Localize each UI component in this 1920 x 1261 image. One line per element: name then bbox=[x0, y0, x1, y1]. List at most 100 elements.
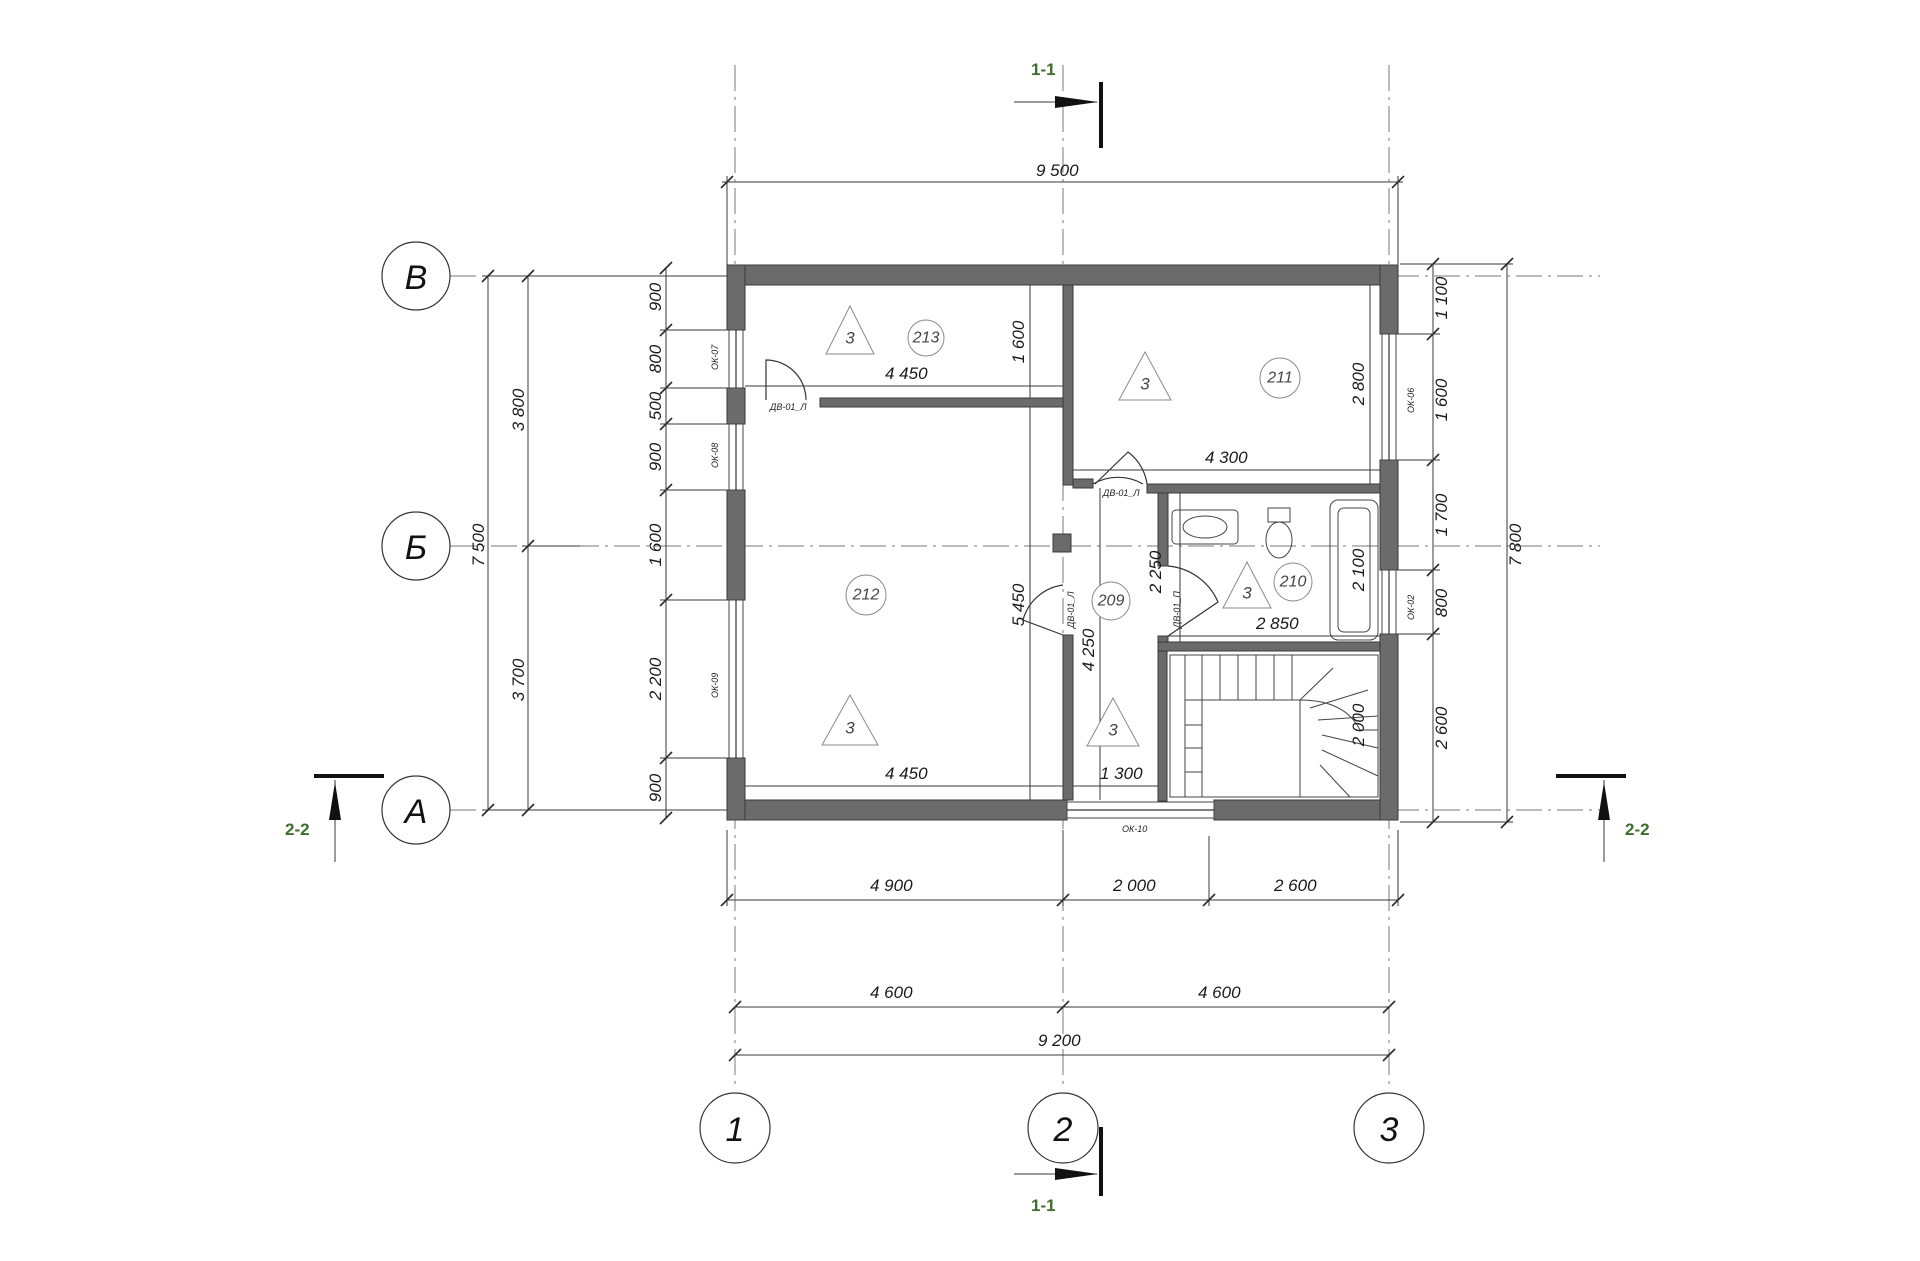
section-markers: 1-1 1-1 2-2 2-2 bbox=[285, 60, 1650, 1215]
room-209-number: 209 bbox=[1097, 593, 1125, 610]
dim-top-overall: 9 500 bbox=[1036, 161, 1079, 180]
dim-tick bbox=[1382, 1048, 1396, 1062]
dim-right-inner-2: 1 700 bbox=[1432, 493, 1451, 536]
window-ok07-label: ОК-07 bbox=[710, 344, 720, 370]
dim-tick bbox=[720, 175, 734, 189]
dim-tick bbox=[521, 803, 535, 817]
dim-left-inner-3: 900 bbox=[646, 442, 665, 471]
axis-label-1: 1 bbox=[726, 1111, 745, 1149]
dim-bottom-row1-0: 4 900 bbox=[870, 876, 913, 895]
interior-dimensions: 4 450 1 600 4 300 2 800 4 450 5 450 4 25… bbox=[745, 285, 1380, 800]
wall-top bbox=[726, 264, 1399, 286]
wall-bath bbox=[1157, 492, 1169, 567]
axis-bubble-1 bbox=[699, 1092, 771, 1164]
door-210-label: ДВ-01_П bbox=[1172, 591, 1182, 629]
dim-tick bbox=[1202, 893, 1216, 907]
dim-bottom-overall: 9 200 bbox=[1038, 1031, 1081, 1050]
dim-left-inner-6: 900 bbox=[646, 773, 665, 802]
dim-right-inner-4: 2 600 bbox=[1432, 706, 1451, 750]
dim-tick bbox=[728, 1048, 742, 1062]
grid-axes bbox=[450, 65, 1600, 1090]
room-tag-213 bbox=[907, 319, 945, 357]
section-left-arrow bbox=[329, 782, 341, 820]
bath-fixtures bbox=[1171, 499, 1379, 641]
finish-210: 3 bbox=[1242, 584, 1252, 603]
room-tags: 3 213 3 211 3 212 3 209 3 210 bbox=[821, 304, 1313, 747]
dim-left-inner-4: 1 600 bbox=[646, 523, 665, 566]
axis-bubble-v bbox=[381, 241, 451, 311]
axis-label-2: 2 bbox=[1053, 1111, 1073, 1149]
wall-partition-211 bbox=[1072, 478, 1094, 489]
sink-bowl-icon bbox=[1182, 515, 1228, 539]
axis-label-a: А bbox=[403, 793, 428, 831]
door-211-leaf bbox=[1094, 451, 1148, 485]
finish-triangle-209 bbox=[1086, 696, 1140, 747]
dim-left-inner-5: 2 200 bbox=[646, 657, 665, 701]
finish-209: 3 bbox=[1108, 721, 1118, 740]
dim-tick bbox=[1391, 175, 1405, 189]
dim-tick bbox=[521, 539, 535, 553]
wall-right bbox=[1379, 459, 1399, 571]
stair-wind bbox=[1321, 749, 1379, 777]
door-212-swing bbox=[1022, 584, 1064, 636]
dim-209-height: 4 250 bbox=[1079, 628, 1098, 671]
axis-bubbles: В Б А 1 2 3 bbox=[381, 241, 1425, 1164]
stair-wind bbox=[1299, 667, 1334, 701]
door-210-swing bbox=[1167, 565, 1219, 637]
dim-left-top: 3 800 bbox=[509, 388, 528, 431]
room-212-number: 212 bbox=[852, 587, 880, 604]
dim-stair: 2 000 bbox=[1349, 703, 1368, 747]
finish-triangle-213 bbox=[825, 304, 875, 355]
section-top-arrow bbox=[1055, 96, 1098, 108]
dim-left-bottom: 3 700 bbox=[509, 658, 528, 701]
wall-left bbox=[726, 489, 746, 601]
wall-column bbox=[1052, 533, 1072, 553]
dim-tick bbox=[1056, 893, 1070, 907]
bathtub-inner-icon bbox=[1337, 507, 1371, 633]
section-top-label: 1-1 bbox=[1031, 60, 1056, 79]
wall-partition-center bbox=[1062, 634, 1074, 801]
window-ok09-label: ОК-09 bbox=[710, 673, 720, 698]
window-ok08-label: ОК-08 bbox=[710, 443, 720, 468]
dim-211-width: 4 300 bbox=[1205, 448, 1248, 467]
toilet-tank-icon bbox=[1267, 507, 1291, 523]
room-210-number: 210 bbox=[1279, 574, 1307, 591]
stair-wind bbox=[1319, 764, 1351, 798]
dim-left-inner-1: 800 bbox=[646, 344, 665, 373]
outer-dimensions: 9 500 7 500 3 800 3 700 bbox=[469, 161, 1525, 1062]
wall-bath-bottom bbox=[1157, 641, 1381, 652]
dim-tick bbox=[720, 893, 734, 907]
finish-triangle-211 bbox=[1118, 350, 1172, 401]
wall-stair bbox=[1157, 650, 1168, 802]
dim-213-height: 1 600 bbox=[1009, 320, 1028, 363]
stair-wind bbox=[1309, 689, 1369, 709]
wall-left bbox=[726, 757, 746, 821]
axis-label-3: 3 bbox=[1380, 1111, 1399, 1149]
section-right-label: 2-2 bbox=[1625, 820, 1650, 839]
dim-tick bbox=[481, 269, 495, 283]
wall-partition-213 bbox=[819, 397, 1067, 408]
axis-bubble-b bbox=[381, 511, 451, 581]
dim-bottom-row1-2: 2 600 bbox=[1273, 876, 1317, 895]
section-bottom-arrow bbox=[1055, 1168, 1098, 1180]
dim-209-width: 1 300 bbox=[1100, 764, 1143, 783]
window-ok02-label: ОК-02 bbox=[1406, 595, 1416, 620]
axis-bubble-a bbox=[381, 775, 451, 845]
dim-tick bbox=[728, 1000, 742, 1014]
wall-left bbox=[726, 264, 746, 331]
dim-tick bbox=[481, 803, 495, 817]
finish-triangle-212 bbox=[821, 693, 879, 746]
dim-213-width: 4 450 bbox=[885, 364, 928, 383]
door-212-label: ДВ-01_Л bbox=[1066, 591, 1076, 629]
dim-left-inner-2: 500 bbox=[646, 391, 665, 420]
dim-tick bbox=[1500, 815, 1514, 829]
wall-partition-center bbox=[1062, 284, 1074, 486]
room-tag-209 bbox=[1091, 581, 1131, 621]
dim-bottom-row1-1: 2 000 bbox=[1112, 876, 1156, 895]
dim-212-width: 4 450 bbox=[885, 764, 928, 783]
sink-icon bbox=[1171, 509, 1239, 545]
stair-wind bbox=[1317, 715, 1379, 721]
room-tag-212 bbox=[845, 574, 887, 616]
dim-tick bbox=[521, 269, 535, 283]
